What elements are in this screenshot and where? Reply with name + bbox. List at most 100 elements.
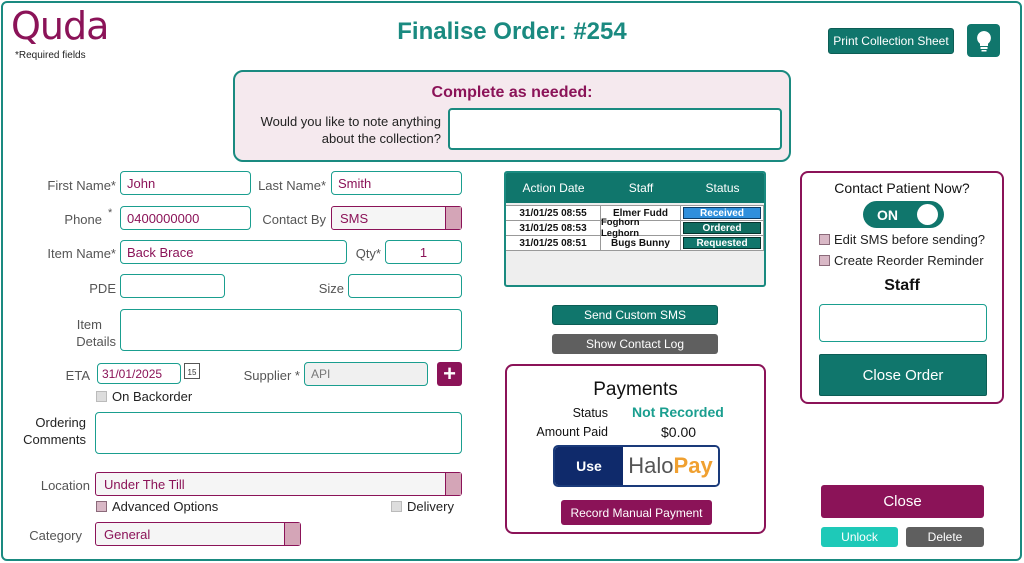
delivery-box[interactable] [391,501,402,512]
phone-input[interactable]: 0400000000 [120,206,251,230]
row-date: 31/01/25 08:53 [506,221,601,235]
toggle-label: ON [877,207,898,223]
category-select[interactable]: General [95,522,301,546]
phone-label: Phone [64,212,102,227]
row-staff: Elmer Fudd [601,206,681,220]
row-staff: Foghorn Leghorn [601,217,681,239]
ordering-comments-label: Ordering Comments [10,414,86,448]
supplier-label: Supplier * [243,368,300,383]
halopay-logo-halo: Halo [628,453,674,478]
note-question: Would you like to note anything about th… [241,113,441,147]
ordering-comments-input[interactable] [95,412,462,454]
eta-label: ETA [65,368,90,383]
contact-log-table: Action Date Staff Status 31/01/25 08:55 … [504,171,766,287]
location-select[interactable]: Under The Till [95,472,462,496]
pde-input[interactable] [120,274,225,298]
contact-by-select[interactable]: SMS [331,206,462,230]
print-collection-button[interactable]: Print Collection Sheet [828,28,954,54]
edit-sms-checkbox[interactable]: Edit SMS before sending? [819,232,985,247]
payment-status-label: Status [572,406,608,420]
advanced-options-box[interactable] [96,501,107,512]
toggle-knob [917,204,938,225]
item-name-input[interactable]: Back Brace [120,240,347,264]
item-details-label-line2: Details [76,334,116,349]
row-staff: Bugs Bunny [601,236,681,250]
close-order-button[interactable]: Close Order [819,354,987,396]
status-badge: Requested [683,237,761,249]
contact-toggle[interactable]: ON [863,201,944,228]
halopay-use-label: Use [555,447,623,485]
row-status-cell: Received [681,206,764,220]
delete-button[interactable]: Delete [906,527,984,547]
close-button[interactable]: Close [821,485,984,518]
staff-input[interactable] [819,304,987,342]
first-name-label: First Name* [47,178,116,193]
calendar-icon[interactable]: 15 [184,363,200,379]
contact-patient-panel: Contact Patient Now? ON Edit SMS before … [800,171,1004,404]
amount-paid-label: Amount Paid [536,425,608,439]
app-logo: Quda [11,4,109,48]
chevron-down-icon [445,473,461,495]
header-staff: Staff [628,181,654,195]
collection-note-input[interactable] [448,108,782,150]
reorder-reminder-box[interactable] [819,255,830,266]
qty-input[interactable]: 1 [385,240,462,264]
last-name-label: Last Name* [258,178,326,193]
show-contact-log-button[interactable]: Show Contact Log [552,334,718,354]
item-details-label-line1: Item [76,317,102,332]
category-label: Category [29,528,82,543]
record-manual-payment-button[interactable]: Record Manual Payment [561,500,712,525]
reorder-reminder-label: Create Reorder Reminder [834,253,984,268]
lightbulb-icon [976,30,991,51]
first-name-input[interactable]: John [120,171,251,195]
on-backorder-box[interactable] [96,391,107,402]
item-details-input[interactable] [120,309,462,351]
chevron-down-icon [284,523,300,545]
edit-sms-box[interactable] [819,234,830,245]
contact-patient-title: Contact Patient Now? [834,180,970,196]
amount-paid-value: $0.00 [661,424,697,440]
on-backorder-checkbox[interactable]: On Backorder [96,389,192,404]
location-value: Under The Till [104,476,185,492]
advanced-options-checkbox[interactable]: Advanced Options [96,499,218,514]
supplier-input[interactable]: API [304,362,428,386]
status-badge: Ordered [683,222,761,234]
table-header: Action Date Staff Status [506,173,764,203]
size-label: Size [318,281,344,296]
delivery-checkbox[interactable]: Delivery [391,499,454,514]
payments-title: Payments [593,379,678,400]
item-details-label: Item Details [20,316,116,350]
table-row[interactable]: 31/01/25 08:53 Foghorn Leghorn Ordered [506,217,764,239]
ordering-comments-label-line1: Ordering [35,415,86,430]
payment-status-value: Not Recorded [632,404,724,420]
row-status-cell: Requested [681,236,764,250]
note-question-line1: Would you like to note anything [260,114,441,129]
row-date: 31/01/25 08:51 [506,236,601,250]
collection-note-panel: Complete as needed: Would you like to no… [233,70,791,162]
table-row[interactable]: 31/01/25 08:55 Elmer Fudd Received [506,206,764,221]
unlock-button[interactable]: Unlock [821,527,898,547]
add-supplier-button[interactable]: + [437,362,462,386]
header-action-date: Action Date [522,181,585,195]
item-name-label: Item Name* [47,246,116,261]
contact-by-value: SMS [340,210,369,226]
size-input[interactable] [348,274,462,298]
contact-by-label: Contact By [262,212,326,227]
row-status-cell: Ordered [681,221,764,235]
payments-panel: Payments Status Not Recorded Amount Paid… [505,364,766,534]
table-row[interactable]: 31/01/25 08:51 Bugs Bunny Requested [506,236,764,251]
eta-input[interactable]: 31/01/2025 [97,363,181,384]
advanced-options-label: Advanced Options [112,499,219,514]
reorder-reminder-checkbox[interactable]: Create Reorder Reminder [819,253,984,268]
qty-label: Qty* [355,246,381,261]
page-title: Finalise Order: #254 [397,18,627,45]
lightbulb-button[interactable] [967,24,1000,57]
pde-label: PDE [89,281,116,296]
halopay-logo-pay: Pay [673,453,713,478]
send-custom-sms-button[interactable]: Send Custom SMS [552,305,718,325]
last-name-input[interactable]: Smith [331,171,462,195]
edit-sms-label: Edit SMS before sending? [834,232,986,247]
